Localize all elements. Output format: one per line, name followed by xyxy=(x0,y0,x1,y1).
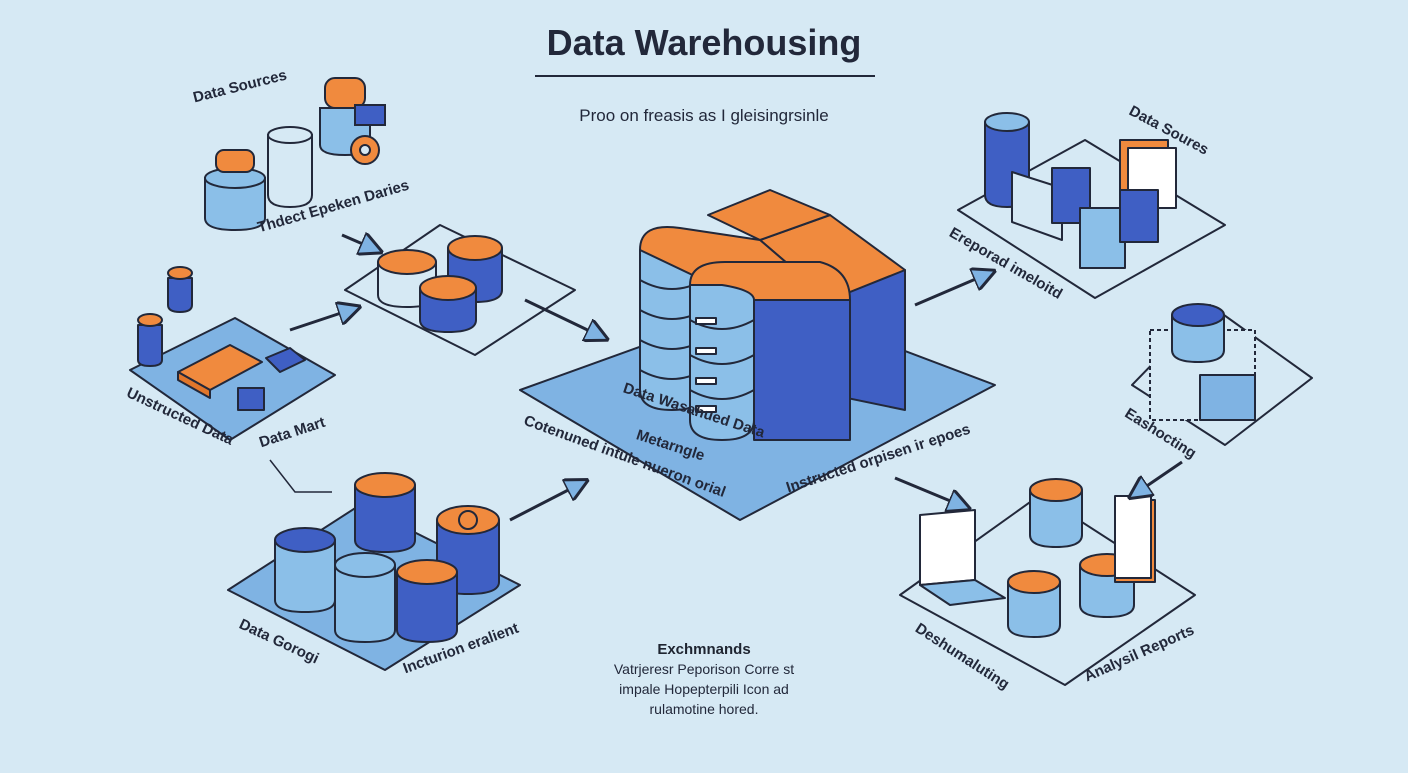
footer-line-2: impale Hopepterpili Icon ad xyxy=(619,681,789,697)
footer-line-1: Vatrjeresr Peporison Corre st xyxy=(613,661,795,677)
eashocting-platform xyxy=(1131,303,1313,446)
analysis-reports-platform xyxy=(899,478,1196,686)
data-store-platform xyxy=(344,224,576,356)
warehouse-server-icon xyxy=(639,189,906,441)
flow-arrows xyxy=(269,235,1183,522)
data-sources-left-icon xyxy=(204,77,386,232)
page-subtitle: Proo on freasis as I gleisingrsinle xyxy=(579,106,829,125)
unstructured-data-platform xyxy=(129,266,336,441)
data-gorog-platform xyxy=(227,472,521,671)
footer-heading: Exchmnands xyxy=(657,641,751,658)
title-underline xyxy=(535,75,875,77)
page-title: Data Warehousing xyxy=(546,22,862,63)
footer-line-3: rulamotine hored. xyxy=(649,701,759,717)
data-sources-right-platform xyxy=(957,112,1226,299)
